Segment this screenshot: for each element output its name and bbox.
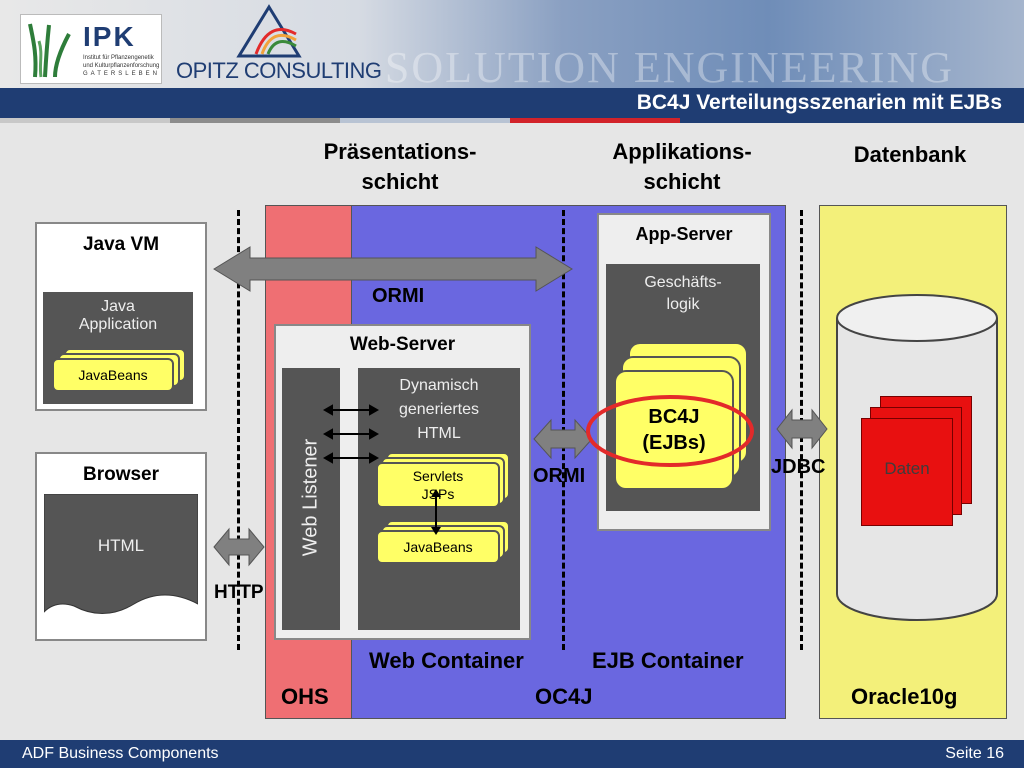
title-bar (0, 88, 1024, 118)
daten-card: Daten (861, 418, 953, 526)
jdbc-arrow (776, 408, 828, 450)
web-container-label: Web Container (369, 648, 524, 673)
ejb-container-label: EJB Container (592, 648, 744, 673)
html-page-shape (44, 494, 198, 615)
oracle-label: Oracle10g (851, 684, 958, 709)
ipk-subtitle-1: Institut für Pflanzengenetik (83, 55, 154, 61)
footer-left-text: ADF Business Components (22, 745, 219, 762)
ormi-mid-label: ORMI (533, 465, 586, 487)
color-stripe (0, 118, 170, 123)
divider-1 (237, 210, 240, 650)
browser-title: Browser (82, 464, 160, 485)
app-server-title: App-Server (635, 224, 733, 244)
javabeans-card: JavaBeans (52, 358, 174, 392)
header-banner (0, 0, 1024, 88)
footer-bar: ADF Business Components Seite 16 (0, 740, 1024, 768)
ormi-top-label: ORMI (372, 285, 425, 307)
heading-praesentation: Präsentations- schicht (323, 139, 477, 194)
page-title: BC4J Verteilungsszenarien mit EJBs (636, 91, 1002, 114)
web-server-title: Web-Server (349, 334, 456, 355)
web-listener-label: Web Listener (299, 438, 322, 557)
jdbc-label: JDBC (771, 456, 826, 478)
ipk-wordmark: IPK (83, 21, 136, 52)
page-number: Seite 16 (945, 745, 1004, 762)
heading-datenbank: Datenbank (853, 142, 967, 167)
bc4j-card: BC4J (EJBs) (614, 370, 734, 490)
web-javabeans-card: JavaBeans (376, 530, 500, 564)
http-arrow (213, 527, 265, 567)
listener-arrows (323, 404, 379, 464)
heading-applikation: Applikations- schicht (612, 139, 752, 194)
ormi-double-arrow (213, 246, 573, 292)
oc4j-label: OC4J (535, 684, 593, 709)
ipk-subtitle-3: GATERSLEBEN (83, 71, 160, 77)
opitz-wordmark: OPITZ CONSULTING (176, 58, 382, 83)
ipk-subtitle-2: und Kulturpflanzenforschung (83, 63, 160, 69)
http-label: HTTP (214, 582, 264, 603)
browser-html-label: HTML (97, 536, 145, 555)
watermark-text: SOLUTION ENGINEERING (384, 43, 954, 92)
highlight-ellipse (586, 395, 754, 467)
ipk-logo: IPK Institut für Pflanzengenetik und Kul… (20, 14, 162, 84)
java-vm-title: Java VM (82, 234, 160, 255)
opitz-triangle-icon (236, 4, 302, 58)
servlets-beans-arrow (431, 489, 441, 535)
ohs-label: OHS (281, 684, 329, 709)
plant-icon (28, 23, 71, 78)
